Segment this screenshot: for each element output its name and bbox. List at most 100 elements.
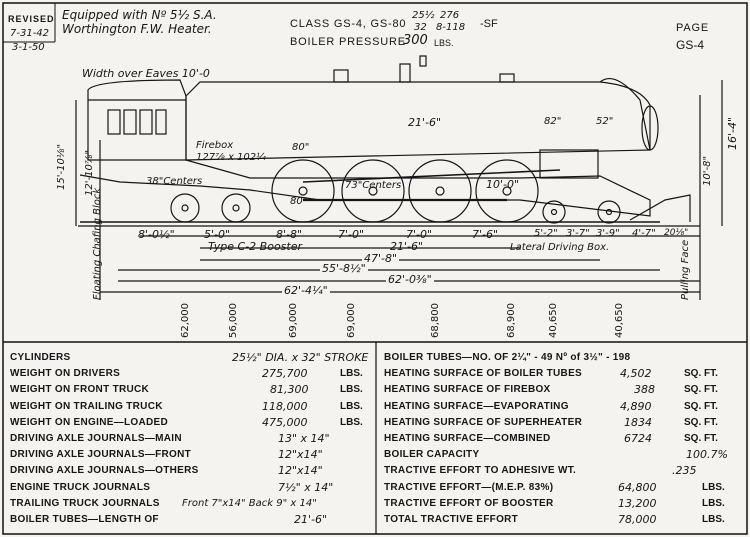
- axle-weight: 69,000: [288, 303, 299, 338]
- spec-unit: SQ. FT.: [684, 432, 718, 444]
- revised-date-2: 3-1-50: [12, 42, 45, 53]
- dim-52: 52": [596, 116, 614, 127]
- spec-label: CYLINDERS: [10, 352, 71, 363]
- spec-row: TRACTIVE EFFORT OF BOOSTER 13,200 LBS.: [384, 496, 746, 512]
- wheel-80-label: 80": [290, 196, 308, 207]
- spec-label: HEATING SURFACE OF BOILER TUBES: [384, 368, 583, 380]
- spec-value: 7½" x 14": [278, 480, 334, 494]
- dim-62-0: 62'-0⅜": [386, 273, 434, 286]
- dim-21-6-top: 21'-6": [408, 116, 442, 129]
- dim-7-6: 7'-6": [472, 228, 499, 241]
- spec-label: DRIVING AXLE JOURNALS—MAIN: [10, 432, 182, 444]
- spec-unit: LBS.: [340, 400, 363, 412]
- axle-weight: 68,800: [430, 303, 441, 338]
- class-frac2-top: 276: [440, 10, 460, 21]
- dim-20: 20⅛": [664, 228, 689, 238]
- page-label: PAGE: [676, 22, 709, 34]
- spec-value: 25½" DIA. x 32" STROKE: [232, 351, 369, 364]
- class-frac1-bot: 32: [414, 22, 427, 33]
- spec-label: TOTAL TRACTIVE EFFORT: [384, 513, 519, 525]
- axle-weight: 56,000: [228, 303, 239, 338]
- spec-label: WEIGHT ON TRAILING TRUCK: [10, 400, 163, 412]
- spec-value: 100.7%: [686, 448, 728, 462]
- spec-row: HEATING SURFACE OF FIREBOX 388 SQ. FT.: [384, 382, 746, 398]
- revised-label: REVISED: [8, 14, 55, 24]
- booster-label: Type C-2 Booster: [208, 240, 303, 253]
- spec-unit: LBS.: [340, 368, 363, 380]
- class-prefix: CLASS GS-4, GS-80: [290, 18, 407, 30]
- spec-unit: SQ. FT.: [684, 384, 718, 396]
- dim-16-4: 16'-4": [726, 116, 739, 150]
- spec-value: 275,700: [262, 367, 308, 381]
- dim-3-7: 3'-7": [566, 228, 590, 239]
- firebox-label: Firebox: [196, 140, 234, 151]
- spec-row: CYLINDERS 25½" DIA. x 32" STROKE: [10, 350, 372, 366]
- spec-label: WEIGHT ON ENGINE—LOADED: [10, 416, 169, 428]
- spec-unit: LBS.: [702, 497, 725, 509]
- boiler-pressure-label: BOILER PRESSURE: [290, 36, 406, 48]
- spec-label: DRIVING AXLE JOURNALS—OTHERS: [10, 465, 199, 477]
- spec-value: 6724: [624, 431, 652, 445]
- specs-right-table: BOILER TUBES—NO. OF 2¼" - 49 Nº of 3½" -…: [384, 350, 746, 528]
- boiler-pressure-value: 300: [403, 33, 428, 48]
- spec-label: DRIVING AXLE JOURNALS—FRONT: [10, 449, 192, 461]
- centers-73-label: 73"Centers: [345, 180, 402, 191]
- spec-unit: LBS.: [340, 416, 363, 428]
- page-value: GS-4: [676, 38, 705, 52]
- centers-38-label: 38"Centers: [146, 176, 203, 187]
- spec-label: TRAILING TRUCK JOURNALS: [10, 497, 160, 509]
- dim-80-top: 80": [292, 142, 310, 153]
- spec-row: DRIVING AXLE JOURNALS—OTHERS 12"x14": [10, 463, 372, 479]
- specs-left-table: CYLINDERS 25½" DIA. x 32" STROKE WEIGHT O…: [10, 350, 372, 528]
- spec-label: TRACTIVE EFFORT TO ADHESIVE WT.: [384, 465, 577, 477]
- class-suffix: -SF: [480, 18, 498, 30]
- class-frac1-top: 25½: [412, 10, 435, 21]
- boiler-pressure-unit: LBS.: [434, 38, 454, 48]
- spec-unit: LBS.: [340, 384, 363, 396]
- equipped-line-1: Equipped with Nº 5½ S.A.: [62, 8, 217, 22]
- spec-value: 388: [634, 383, 655, 397]
- dim-62-4: 62'-4¼": [282, 284, 330, 297]
- spec-unit: SQ. FT.: [684, 416, 718, 428]
- spec-value: 12"x14": [278, 464, 323, 478]
- class-frac2-bot: 8-118: [436, 22, 466, 33]
- spec-label: BOILER TUBES—LENGTH OF: [10, 513, 159, 525]
- axle-weight: 68,900: [506, 303, 517, 338]
- spec-value: 12"x14": [278, 448, 323, 462]
- axle-weight: 40,650: [548, 303, 559, 338]
- spec-label: BOILER CAPACITY: [384, 449, 480, 461]
- spec-label: TRACTIVE EFFORT OF BOOSTER: [384, 497, 554, 509]
- spec-label: HEATING SURFACE—COMBINED: [384, 432, 551, 444]
- dim-8-8: 8'-8": [276, 228, 303, 241]
- pulling-face-label: Pulling Face: [680, 239, 691, 300]
- dim-21-6-bot: 21'-6": [390, 240, 424, 253]
- firebox-size-label: 127⅞ x 102¼: [196, 152, 266, 163]
- spec-label: BOILER TUBES—NO. OF 2¼" - 49 Nº of 3½" -…: [384, 352, 631, 363]
- dim-15-10: 15'-10⅛": [56, 143, 67, 190]
- spec-row: DRIVING AXLE JOURNALS—FRONT 12"x14": [10, 447, 372, 463]
- spec-label: HEATING SURFACE OF FIREBOX: [384, 384, 551, 396]
- lateral-driving-box-label: Lateral Driving Box.: [510, 242, 610, 253]
- spec-value: 4,502: [620, 367, 652, 381]
- dim-4-7: 4'-7": [632, 228, 656, 239]
- spec-row: HEATING SURFACE—COMBINED 6724 SQ. FT.: [384, 431, 746, 447]
- spec-value: 78,000: [618, 512, 657, 526]
- spec-value: 13,200: [618, 496, 657, 510]
- spec-label: WEIGHT ON FRONT TRUCK: [10, 384, 150, 396]
- dim-8-0: 8'-0½": [138, 228, 175, 241]
- floating-chafing-block-label: Floating Chafing Block: [92, 187, 103, 300]
- dim-3-9: 3'-9": [596, 228, 620, 239]
- spec-label: WEIGHT ON DRIVERS: [10, 368, 121, 380]
- driver-spacing-label: 10'-0": [486, 178, 520, 191]
